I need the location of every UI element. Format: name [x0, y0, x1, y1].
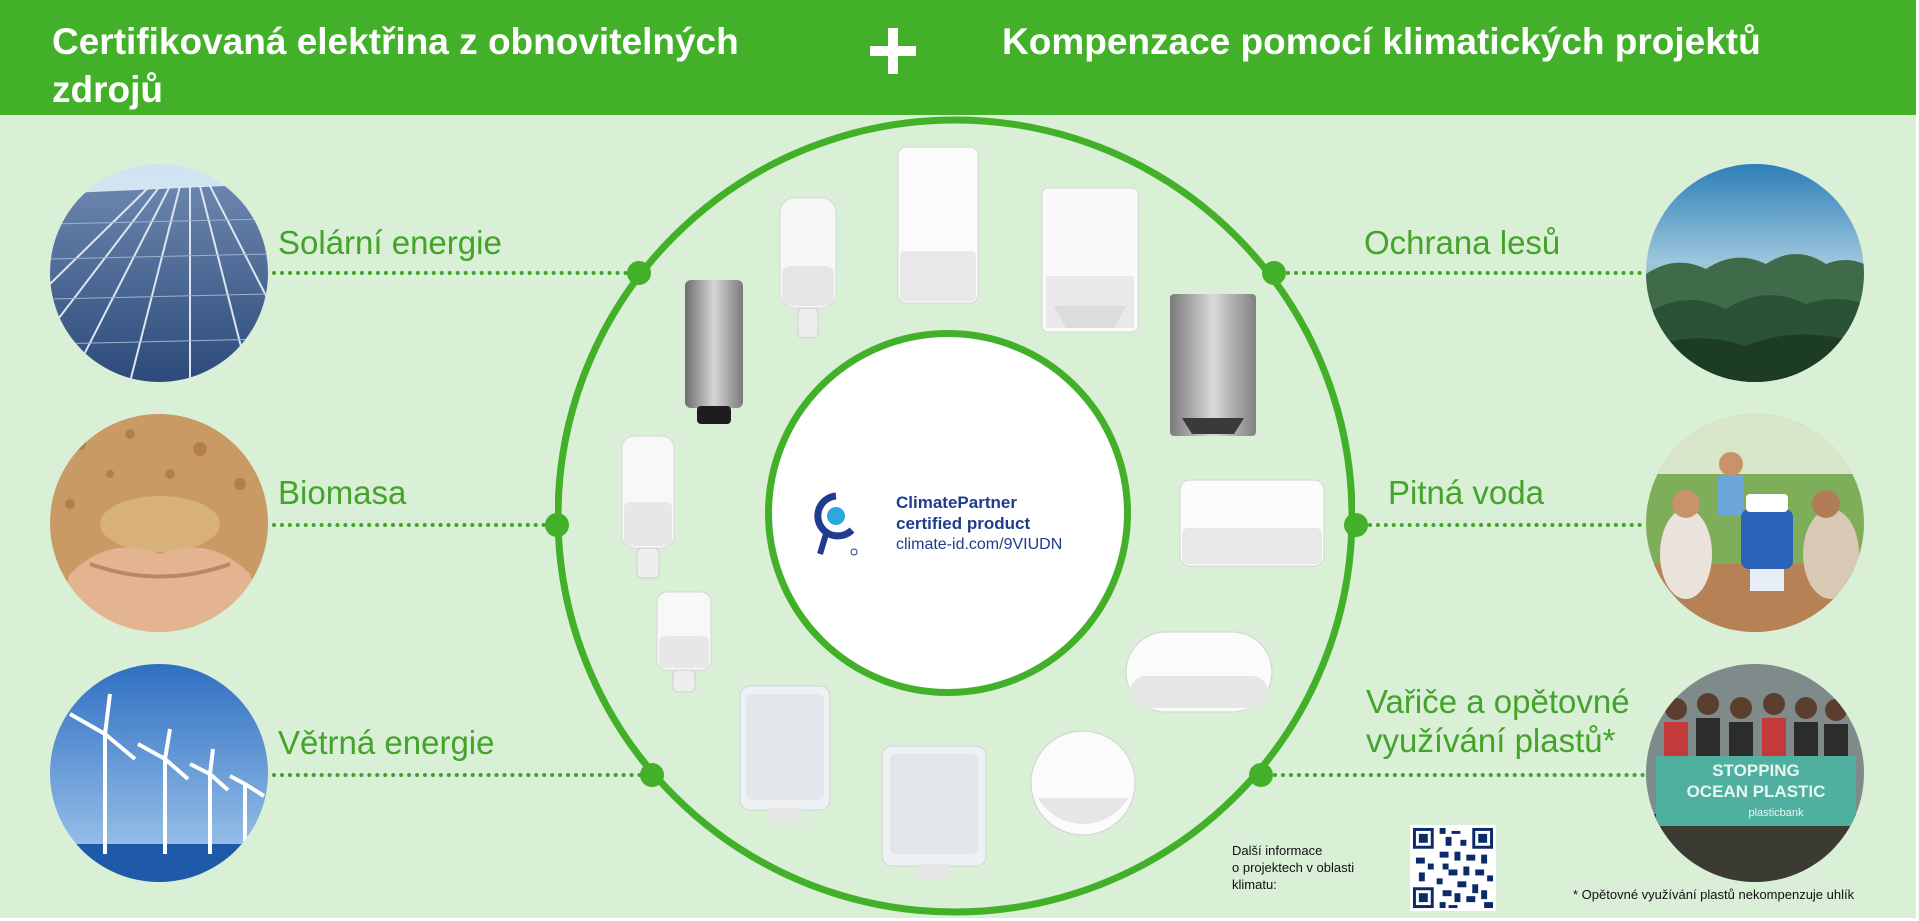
banner-line-2: OCEAN PLASTIC [1687, 782, 1826, 801]
connector-wind [272, 773, 642, 777]
product-foam-dispenser [779, 197, 837, 339]
product-twin-roll-dispenser [1125, 631, 1273, 713]
cp-line-3: climate-id.com/9VIUDN [896, 536, 1063, 553]
left-title: Certifikovaná elektřina z obnovitelných … [52, 21, 739, 110]
climatepartner-badge [765, 330, 1131, 696]
label-plastic-2: využívání plastů* [1366, 722, 1616, 759]
label-plastic-1: Vařiče a opětovné [1366, 683, 1630, 720]
product-centerfeed-large [881, 745, 987, 880]
connector-forest [1286, 271, 1642, 275]
climatepartner-text: ClimatePartner certified product climate… [896, 492, 1062, 556]
forest-photo [1646, 164, 1864, 382]
wood-chips-photo [50, 414, 268, 632]
label-water: Pitná voda [1388, 474, 1544, 511]
connector-water [1368, 523, 1642, 527]
footnote: * Opětovné využívání plastů nekompenzuje… [1573, 887, 1855, 902]
solar-panels-photo [50, 164, 268, 382]
banner-line-3: plasticbank [1748, 807, 1804, 819]
info-line-3: klimatu: [1232, 877, 1277, 892]
product-round-dispenser [1030, 730, 1136, 836]
connector-biomass [272, 523, 546, 527]
product-towel-dispenser-steel [1170, 294, 1256, 436]
label-forest: Ochrana lesů [1364, 224, 1561, 261]
banner-line-1: STOPPING [1712, 761, 1800, 780]
right-title: Kompenzace pomocí klimatických projektů [1002, 21, 1761, 62]
plus-icon [868, 26, 918, 76]
info-line-1: Další informace [1232, 843, 1323, 858]
cp-line-1: ClimatePartner [896, 493, 1017, 512]
connector-plastic [1273, 773, 1645, 777]
product-liquid-dispenser [621, 435, 675, 579]
qr-code[interactable] [1410, 825, 1496, 911]
cp-line-2: certified product [896, 514, 1031, 533]
label-solar: Solární energie [278, 224, 502, 261]
wind-turbines-photo [50, 664, 268, 882]
product-soap-dispenser-steel [685, 280, 743, 424]
header-bar: Certifikovaná elektřina z obnovitelných … [0, 0, 1916, 115]
product-towel-dispenser-wide [1041, 187, 1139, 333]
product-centerfeed-small [739, 685, 831, 822]
info-text: Další informace o projektech v oblasti k… [1232, 842, 1354, 893]
ring-node [640, 763, 664, 787]
ocean-plastic-photo: STOPPING OCEAN PLASTIC plasticbank [1646, 664, 1864, 882]
product-towel-dispenser-tall [897, 146, 979, 304]
label-wind: Větrná energie [278, 724, 495, 761]
ring-node [627, 261, 651, 285]
info-line-2: o projektech v oblasti [1232, 860, 1355, 875]
ring-node [545, 513, 569, 537]
water-filter-photo [1646, 414, 1864, 632]
product-toilet-roll-dispenser [1179, 479, 1325, 567]
ring-node [1262, 261, 1286, 285]
connector-solar [272, 271, 628, 275]
label-biomass: Biomasa [278, 474, 407, 511]
ring-node [1249, 763, 1273, 787]
ring-node [1344, 513, 1368, 537]
product-mini-dispenser [656, 591, 712, 693]
climatepartner-logo [814, 492, 858, 556]
